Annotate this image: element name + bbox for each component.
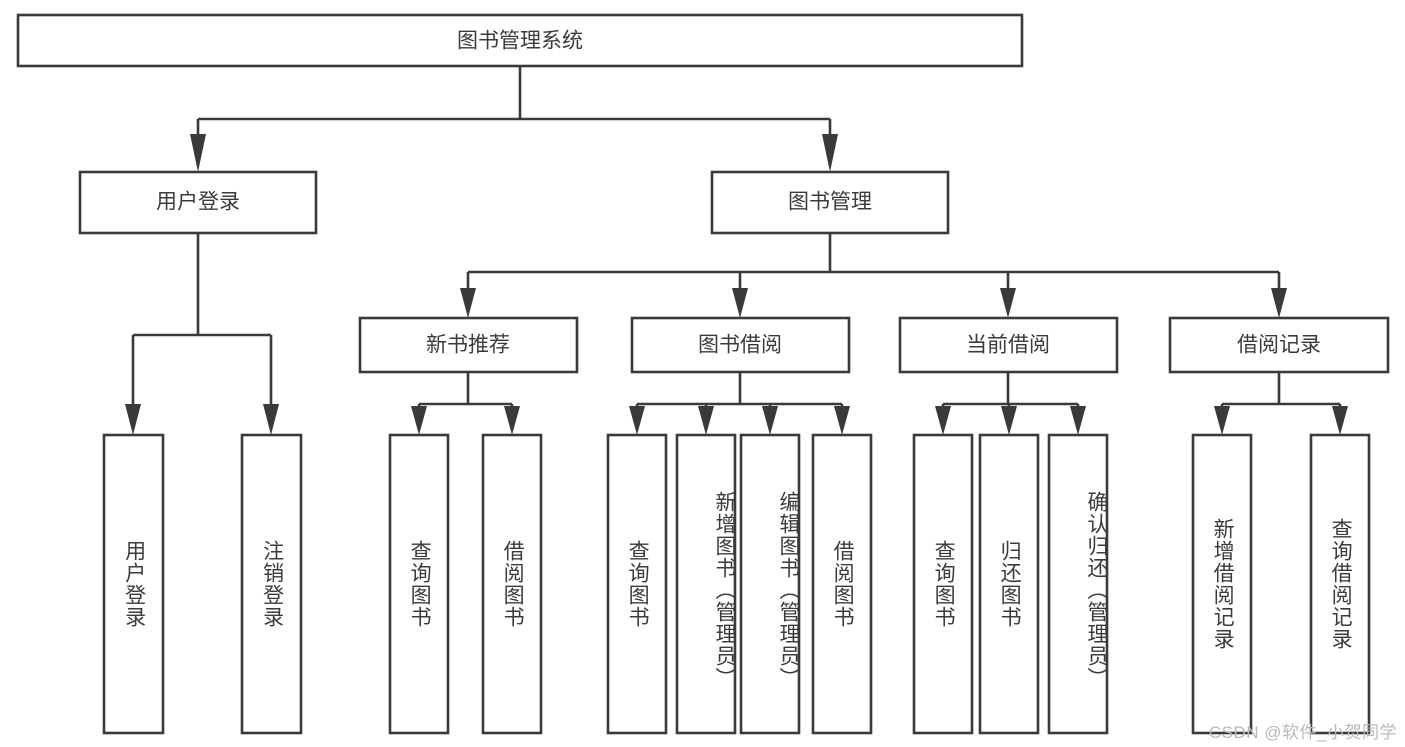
node-leaf-query-record-box[interactable] <box>1309 433 1371 735</box>
arrow-head-leaf-query-book-2 <box>629 406 645 435</box>
node-leaf-borrow-book-2-box[interactable] <box>811 433 873 735</box>
node-leaf-add-book-box[interactable] <box>675 433 737 735</box>
node-book-borrow[interactable]: 图书借阅 <box>630 316 851 374</box>
arrow-head-leaf-add-record <box>1214 406 1230 435</box>
node-user-login-label: 用户登录 <box>156 191 240 214</box>
arrow-head-leaf-confirm-return <box>1070 406 1086 435</box>
node-book-manage-label: 图书管理 <box>788 191 872 214</box>
node-current-borrow-box[interactable] <box>898 316 1119 374</box>
node-book-borrow-box[interactable] <box>630 316 851 374</box>
node-book-borrow-label: 图书借阅 <box>698 334 782 357</box>
node-root[interactable]: 图书管理系统 <box>16 13 1024 68</box>
node-leaf-query-book-3-box[interactable] <box>912 433 974 735</box>
arrow-head-book-borrow <box>732 288 748 318</box>
node-user-login[interactable]: 用户登录 <box>78 170 318 235</box>
node-root-label: 图书管理系统 <box>457 30 583 53</box>
node-leaf-user-login-box[interactable] <box>102 433 165 735</box>
arrow-head-leaf-borrow-book-2 <box>834 406 850 435</box>
node-leaf-query-book-2-box[interactable] <box>606 433 668 735</box>
arrow-head-leaf-query-record <box>1332 406 1348 435</box>
arrow-head-leaf-user-login <box>125 404 141 435</box>
node-user-login-box[interactable] <box>78 170 318 235</box>
node-new-book-rec-box[interactable] <box>358 316 579 374</box>
node-leaf-confirm-return-box[interactable] <box>1047 433 1109 735</box>
node-book-manage-box[interactable] <box>710 170 950 235</box>
csdn-watermark: CSDN @软件_小贺同学 <box>1208 723 1397 742</box>
arrow-head-leaf-add-book <box>698 406 714 435</box>
node-current-borrow[interactable]: 当前借阅 <box>898 316 1119 374</box>
node-borrow-record[interactable]: 借阅记录 <box>1168 316 1390 374</box>
node-leaf-return-book-box[interactable] <box>978 433 1040 735</box>
arrow-head-user-login <box>190 134 206 172</box>
node-new-book-rec-label: 新书推荐 <box>426 334 510 357</box>
node-leaf-user-logout-box[interactable] <box>240 433 303 735</box>
arrow-head-leaf-return-book <box>1001 406 1017 435</box>
arrow-head-leaf-borrow-book-1 <box>504 406 520 435</box>
arrow-head-leaf-user-logout <box>263 404 279 435</box>
arrow-head-current-borrow <box>1000 288 1016 318</box>
node-leaf-query-book-1-box[interactable] <box>388 433 450 735</box>
connector-group <box>125 66 1348 435</box>
node-root-box[interactable] <box>16 13 1024 68</box>
arrow-head-book-manage <box>822 134 838 172</box>
node-borrow-record-label: 借阅记录 <box>1237 334 1321 357</box>
arrow-head-leaf-query-book-3 <box>935 406 951 435</box>
node-borrow-record-box[interactable] <box>1168 316 1390 374</box>
node-new-book-rec[interactable]: 新书推荐 <box>358 316 579 374</box>
node-leaf-add-record-box[interactable] <box>1191 433 1253 735</box>
node-current-borrow-label: 当前借阅 <box>966 334 1050 357</box>
node-book-manage[interactable]: 图书管理 <box>710 170 950 235</box>
arrow-head-leaf-edit-book <box>762 406 778 435</box>
node-leaf-borrow-book-1-box[interactable] <box>481 433 543 735</box>
node-leaf-edit-book-box[interactable] <box>739 433 801 735</box>
leaf-box-group <box>102 433 1371 735</box>
arrow-head-new-book-rec <box>460 288 476 318</box>
arrow-head-borrow-record <box>1271 288 1287 318</box>
arrow-head-leaf-query-book-1 <box>411 406 427 435</box>
